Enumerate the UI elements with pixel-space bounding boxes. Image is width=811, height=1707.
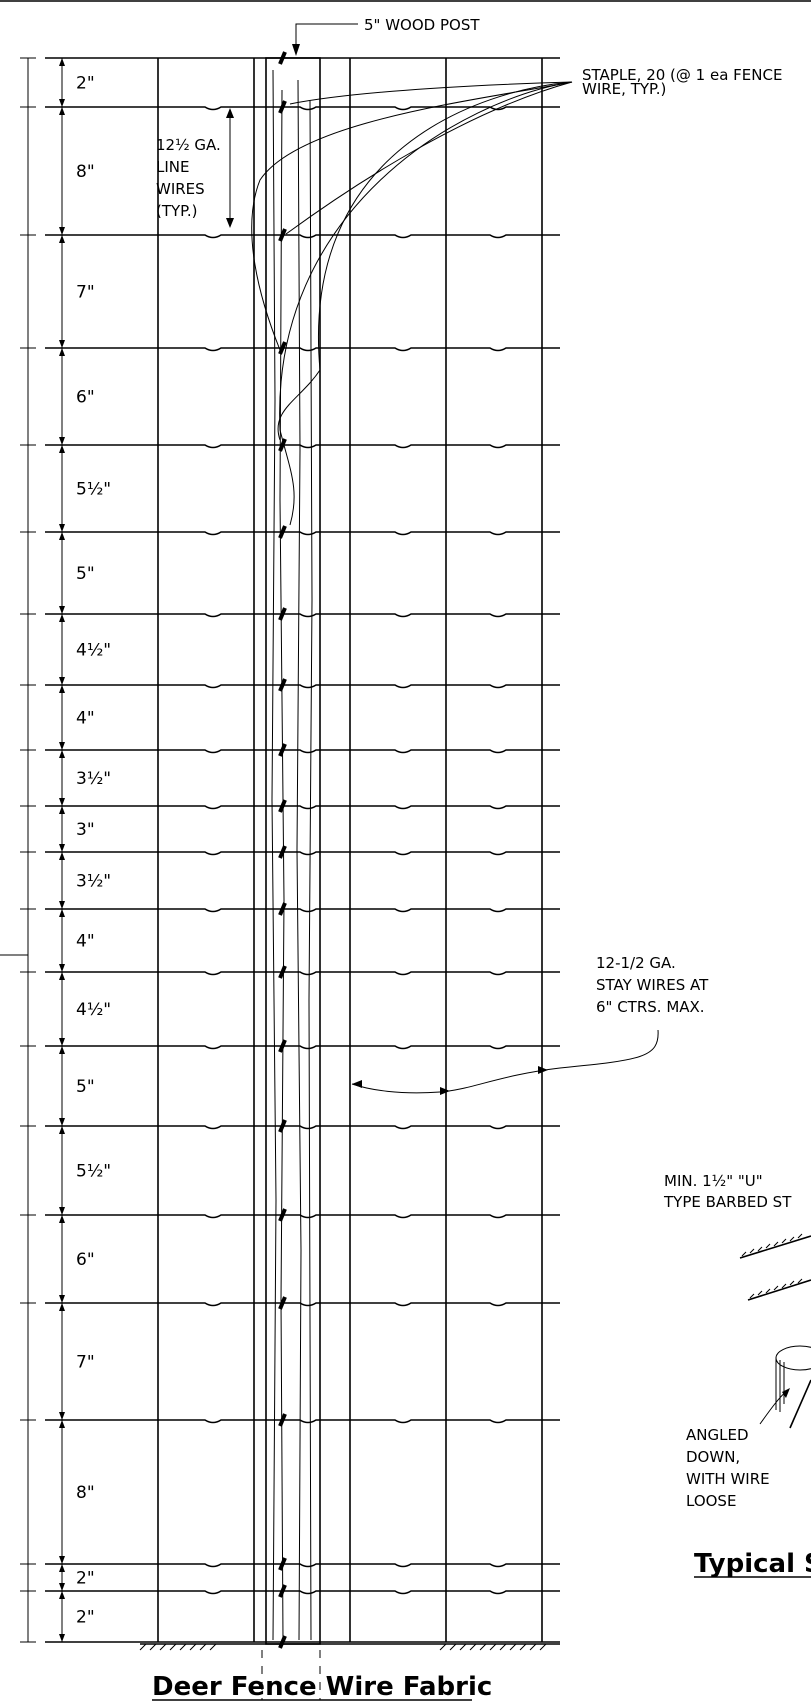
line-wire bbox=[45, 444, 560, 449]
stay-wires-label-3: 6" CTRS. MAX. bbox=[596, 998, 705, 1016]
wood-post-leader bbox=[292, 23, 358, 56]
spacing-label: 6" bbox=[76, 388, 95, 408]
wood-post-label: 5" WOOD POST bbox=[364, 16, 480, 34]
spacing-label: 4" bbox=[76, 932, 95, 952]
spacing-label: 2" bbox=[76, 1608, 95, 1628]
staple bbox=[278, 1296, 287, 1310]
line-wire bbox=[45, 971, 560, 976]
line-wire bbox=[45, 234, 560, 239]
line-wire bbox=[45, 106, 560, 111]
line-wires-label-4: (TYP.) bbox=[156, 202, 198, 220]
staple-label-line2: WIRE, TYP.) bbox=[582, 80, 666, 98]
line-wire bbox=[45, 347, 560, 352]
spacing-label: 2" bbox=[76, 1569, 95, 1589]
line-wire bbox=[45, 851, 560, 856]
staple bbox=[278, 902, 287, 916]
staple bbox=[278, 799, 287, 813]
line-wires bbox=[45, 57, 560, 1643]
barbed-staple-label-1: MIN. 1½" "U" bbox=[664, 1172, 763, 1190]
barbed-staple-detail bbox=[739, 1233, 811, 1429]
staple bbox=[278, 51, 287, 65]
spacing-label: 5½" bbox=[76, 1162, 111, 1182]
dimension-ticks bbox=[20, 57, 65, 1643]
line-wire bbox=[45, 1045, 560, 1050]
staple bbox=[278, 1208, 287, 1222]
stay-wires-label-1: 12-1/2 GA. bbox=[596, 954, 676, 972]
barbed-staple-label-2: TYPE BARBED ST bbox=[663, 1193, 792, 1211]
line-wire bbox=[45, 1419, 560, 1424]
line-wires-label-2: LINE bbox=[156, 158, 189, 176]
staple bbox=[278, 845, 287, 859]
line-wire bbox=[45, 531, 560, 536]
staple bbox=[278, 678, 287, 692]
spacing-label: 5½" bbox=[76, 480, 111, 500]
line-wire bbox=[45, 1590, 560, 1595]
wood-post bbox=[261, 57, 321, 1700]
staple bbox=[278, 228, 287, 242]
line-wire bbox=[45, 1214, 560, 1219]
angled-label-1: ANGLED bbox=[686, 1426, 749, 1444]
angled-label-3: WITH WIRE bbox=[686, 1470, 770, 1488]
ground-line bbox=[139, 1643, 560, 1651]
line-wires-gauge: 12½ GA. bbox=[156, 136, 221, 154]
spacing-label: 7" bbox=[76, 283, 95, 303]
overall-dimension bbox=[0, 57, 63, 1643]
staple-label-line1: STAPLE, 20 (@ 1 ea FENCE bbox=[582, 66, 782, 84]
spacing-label: 2" bbox=[76, 74, 95, 94]
main-title: Deer Fence Wire Fabric bbox=[152, 1672, 492, 1702]
staple bbox=[278, 438, 287, 452]
staple bbox=[278, 1584, 287, 1598]
staple bbox=[278, 1557, 287, 1571]
spacing-label: 7" bbox=[76, 1353, 95, 1373]
staple bbox=[278, 1119, 287, 1133]
spacing-label: 5" bbox=[76, 1077, 95, 1097]
line-wire bbox=[45, 908, 560, 913]
typical-staple-title: Typical S bbox=[694, 1549, 811, 1579]
staples bbox=[278, 51, 287, 1649]
spacing-label: 4" bbox=[76, 709, 95, 729]
staple bbox=[278, 525, 287, 539]
staple bbox=[278, 743, 287, 757]
line-wire bbox=[45, 1302, 560, 1307]
spacing-label: 3½" bbox=[76, 872, 111, 892]
angled-label-2: DOWN, bbox=[686, 1448, 740, 1466]
staple bbox=[278, 1413, 287, 1427]
line-wire bbox=[45, 684, 560, 689]
line-wires-callout bbox=[226, 108, 234, 228]
line-wires-label-3: WIRES bbox=[156, 180, 205, 198]
staple bbox=[278, 965, 287, 979]
spacing-label: 4½" bbox=[76, 1000, 111, 1020]
stay-wires bbox=[157, 58, 543, 1642]
staple bbox=[278, 607, 287, 621]
staple-leaders bbox=[251, 81, 573, 526]
spacing-label: 5" bbox=[76, 564, 95, 584]
angled-label-4: LOOSE bbox=[686, 1492, 736, 1510]
staple bbox=[278, 100, 287, 114]
line-wire bbox=[45, 1563, 560, 1568]
spacing-labels: 2" 8" 7" 6" 5½" 5" 4½" 4" 3½" 3" 3½" 4" 4½" 5" 5½" 6" 7"… bbox=[76, 74, 111, 1628]
spacing-label: 8" bbox=[76, 162, 95, 182]
stay-wires-leader bbox=[351, 1029, 659, 1095]
line-wire bbox=[45, 1125, 560, 1130]
spacing-label: 3" bbox=[76, 820, 95, 840]
staple bbox=[278, 341, 287, 355]
line-wire bbox=[45, 749, 560, 754]
staple bbox=[278, 1635, 287, 1649]
staple bbox=[278, 1039, 287, 1053]
spacing-label: 4½" bbox=[76, 641, 111, 661]
spacing-label: 3½" bbox=[76, 769, 111, 789]
line-wire bbox=[45, 805, 560, 810]
stay-wires-label-2: STAY WIRES AT bbox=[596, 976, 709, 994]
spacing-label: 6" bbox=[76, 1250, 95, 1270]
line-wire bbox=[45, 613, 560, 618]
spacing-label: 8" bbox=[76, 1483, 95, 1503]
